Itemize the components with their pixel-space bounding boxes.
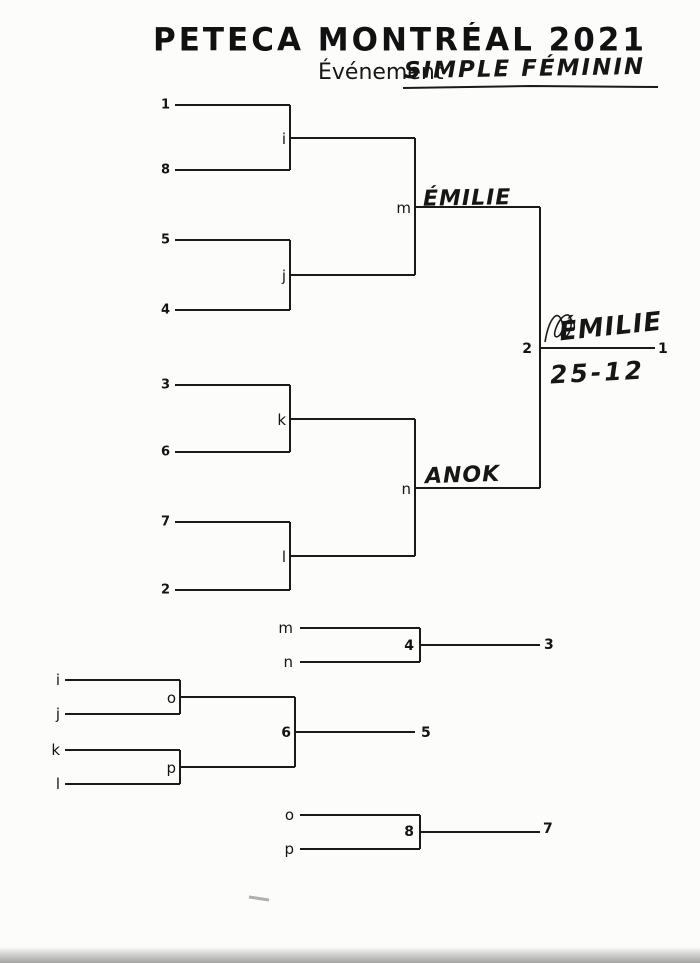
match-i-label: i xyxy=(281,130,286,148)
final-score-handwritten: 25-12 xyxy=(549,355,646,390)
match-p-label: p xyxy=(166,759,176,777)
seed-5: 5 xyxy=(160,232,170,248)
fifth-place-entrant-i: i xyxy=(55,671,60,689)
scan-artifact-band xyxy=(0,947,700,963)
match-n-label: n xyxy=(401,480,411,498)
semifinal-bottom-winner-handwritten: ANOK xyxy=(424,461,501,490)
third-place-match-label: 4 xyxy=(404,638,414,654)
match-j-label: j xyxy=(281,267,286,285)
seed-1: 1 xyxy=(160,97,170,113)
first-place-label: 1 xyxy=(658,341,668,357)
fifth-place-entrant-l: l xyxy=(55,775,60,793)
fifth-place-result-label: 5 xyxy=(421,725,431,741)
page-title: PETECA MONTRÉAL 2021 xyxy=(153,22,647,59)
third-place-lines xyxy=(300,627,540,663)
seventh-place-entrant-p: p xyxy=(284,840,294,858)
seventh-place-entrant-o: o xyxy=(284,806,294,824)
seed-6: 6 xyxy=(160,444,170,460)
match-m-label: m xyxy=(396,199,411,217)
third-place-entrant-m: m xyxy=(278,619,293,637)
event-underline xyxy=(402,84,659,89)
fifth-place-entrant-j: j xyxy=(55,705,60,723)
third-place-result-label: 3 xyxy=(544,637,554,653)
fifth-place-match-label: 6 xyxy=(281,725,291,741)
fifth-place-lines xyxy=(65,679,415,785)
smudge-mark xyxy=(248,895,270,902)
seventh-place-match-label: 8 xyxy=(404,824,414,840)
fifth-place-entrant-k: k xyxy=(51,741,60,759)
seed-7: 7 xyxy=(160,514,170,530)
main-bracket-lines xyxy=(175,104,655,591)
event-label: Événement xyxy=(318,60,444,85)
semifinal-top-winner-handwritten: ÉMILIE xyxy=(422,185,512,212)
final-match-label: 2 xyxy=(522,341,532,357)
seventh-place-result-label: 7 xyxy=(543,821,553,837)
seed-2: 2 xyxy=(160,582,170,598)
match-o-label: o xyxy=(166,689,176,707)
third-place-entrant-n: n xyxy=(283,653,293,671)
scribble-mark xyxy=(544,314,576,343)
event-value-handwritten: SIMPLE FÉMININ xyxy=(403,53,646,85)
seed-3: 3 xyxy=(160,377,170,393)
seed-8: 8 xyxy=(160,162,170,178)
seventh-place-lines xyxy=(300,814,540,850)
seed-4: 4 xyxy=(160,302,170,318)
match-l-label: l xyxy=(281,548,286,566)
match-k-label: k xyxy=(277,411,286,429)
